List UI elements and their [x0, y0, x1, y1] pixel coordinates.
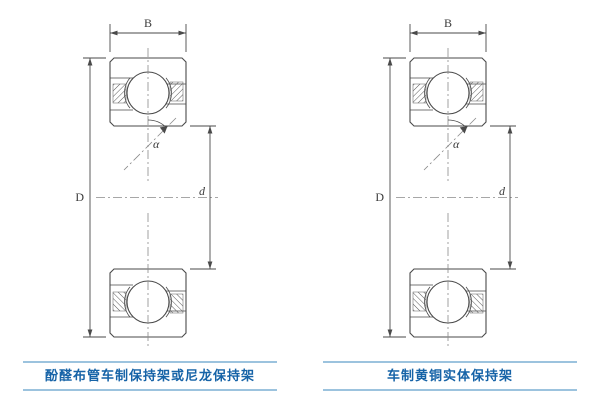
dim-label-width: B: [144, 16, 152, 30]
caption-left: 酚醛布管车制保持架或尼龙保持架: [23, 361, 277, 391]
dim-label-bore: d: [199, 184, 206, 198]
panel-right: B D d α 车制黄铜实体保持架: [300, 0, 600, 400]
dim-label-bore: d: [499, 184, 506, 198]
dim-label-contact-angle: α: [153, 137, 160, 151]
caption-right: 车制黄铜实体保持架: [323, 361, 577, 391]
dim-label-contact-angle: α: [453, 137, 460, 151]
bearing-cross-section-right: B D d α: [375, 16, 600, 355]
panel-left: B D d α 酚醛布管车制保持架或尼龙保持架: [23, 16, 300, 391]
dim-label-outer-diameter: D: [75, 190, 84, 204]
bearing-cross-section-left: B D d α: [75, 16, 300, 355]
dim-label-outer-diameter: D: [375, 190, 384, 204]
dim-label-width: B: [444, 16, 452, 30]
